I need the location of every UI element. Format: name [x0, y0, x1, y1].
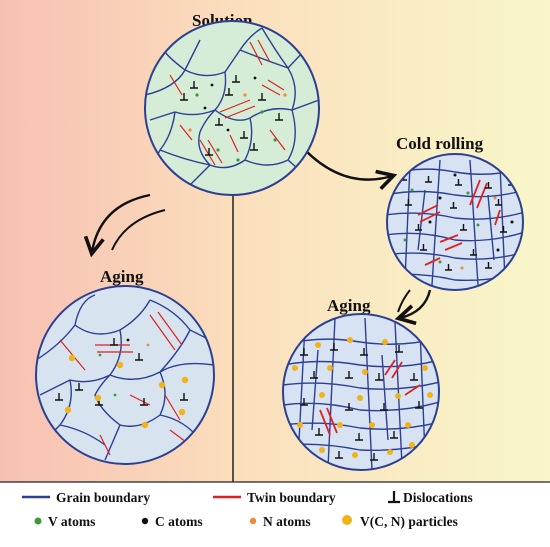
legend-dislocation-icon — [388, 491, 400, 504]
legend-c-atom-dot — [141, 517, 149, 525]
aging-left-microstructure — [35, 285, 215, 465]
legend-v-atom-dot — [34, 517, 42, 525]
arrow-cold-rolling-to-aging-b — [397, 289, 411, 313]
label-aging-right: Aging — [327, 296, 371, 315]
legend-c-atoms-label: C atoms — [155, 514, 203, 529]
solution-atoms — [188, 76, 287, 162]
legend-vcn-particles-label: V(C, N) particles — [360, 514, 458, 529]
arrow-solution-to-aging — [92, 193, 151, 252]
legend-particle-dot — [342, 515, 352, 525]
legend-n-atom-dot — [249, 517, 257, 525]
legend-dislocations-label: Dislocations — [403, 490, 473, 505]
aging-right-microstructure — [282, 313, 440, 471]
cold-rolling-microstructure — [386, 153, 524, 291]
legend-n-atoms-label: N atoms — [263, 514, 311, 529]
arrow-solution-to-aging-b — [111, 209, 166, 251]
solution-microstructure — [144, 20, 320, 196]
solution-dislocations — [180, 75, 283, 156]
legend-background — [0, 482, 550, 542]
legend-twin-boundary-label: Twin boundary — [247, 490, 336, 505]
label-cold-rolling: Cold rolling — [396, 134, 484, 153]
legend-grain-boundary-label: Grain boundary — [56, 490, 150, 505]
legend: Grain boundary Twin boundary Dislocation… — [22, 490, 473, 529]
arrow-cold-rolling-to-aging — [400, 289, 432, 318]
arrow-solution-to-cold-rolling — [304, 149, 392, 180]
legend-v-atoms-label: V atoms — [48, 514, 95, 529]
label-aging-left: Aging — [100, 267, 144, 286]
